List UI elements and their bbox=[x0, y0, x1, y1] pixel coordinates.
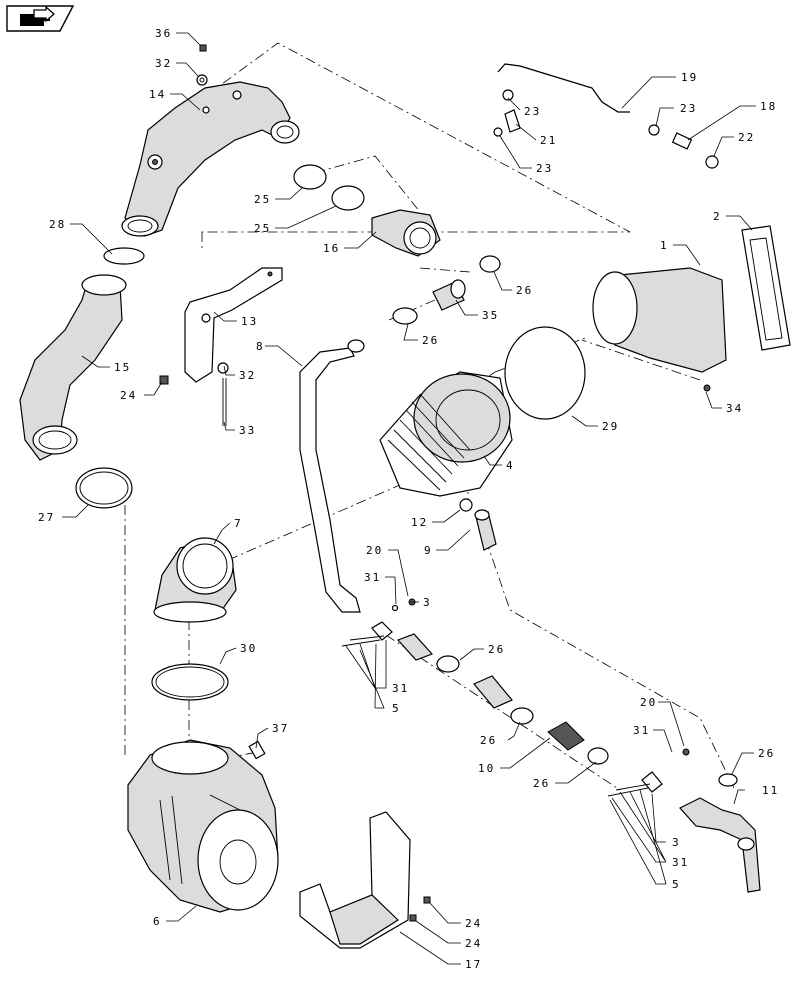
part-5-bolts-lower bbox=[607, 783, 651, 797]
callout-32: 32 bbox=[155, 57, 172, 70]
callout-26: 26 bbox=[758, 747, 775, 760]
part-36-bolt bbox=[196, 44, 208, 86]
callout-26: 26 bbox=[488, 643, 505, 656]
callout-19: 19 bbox=[681, 71, 698, 84]
part-19-tube bbox=[493, 63, 719, 169]
callout-27: 27 bbox=[38, 511, 55, 524]
callout-31: 31 bbox=[364, 571, 381, 584]
part-24-screw bbox=[159, 375, 169, 385]
part-10-connector bbox=[547, 721, 609, 765]
callout-31: 31 bbox=[672, 856, 689, 869]
part-27-clamp bbox=[75, 467, 133, 509]
callout-5: 5 bbox=[672, 878, 681, 891]
callout-37: 37 bbox=[272, 722, 289, 735]
callout-3: 3 bbox=[672, 836, 681, 849]
callout-12: 12 bbox=[411, 516, 428, 529]
callout-14: 14 bbox=[149, 88, 166, 101]
part-7-elbow bbox=[153, 537, 237, 623]
callout-35: 35 bbox=[482, 309, 499, 322]
callout-1: 1 bbox=[660, 239, 669, 252]
part-13-bracket bbox=[184, 267, 283, 383]
callout-6: 6 bbox=[153, 915, 162, 928]
callout-24: 24 bbox=[465, 937, 482, 950]
callout-22: 22 bbox=[738, 131, 755, 144]
part-1-air-cleaner-cover bbox=[592, 267, 727, 373]
callout-25: 25 bbox=[254, 222, 271, 235]
part-35-tube bbox=[432, 279, 466, 311]
callout-20: 20 bbox=[640, 696, 657, 709]
part-29-seal bbox=[504, 326, 586, 420]
callout-10: 10 bbox=[478, 762, 495, 775]
callout-32: 32 bbox=[239, 369, 256, 382]
callout-labels: 36 32 14 19 23 23 18 21 22 23 25 25 28 1… bbox=[38, 27, 779, 971]
callout-23: 23 bbox=[524, 105, 541, 118]
callout-36: 36 bbox=[155, 27, 172, 40]
callout-29: 29 bbox=[602, 420, 619, 433]
callout-5: 5 bbox=[392, 702, 401, 715]
part-33-bolt bbox=[217, 362, 229, 426]
callout-23: 23 bbox=[536, 162, 553, 175]
callout-31: 31 bbox=[392, 682, 409, 695]
callout-26: 26 bbox=[533, 777, 550, 790]
part-11-hose bbox=[679, 797, 761, 893]
part-26-clamp-right bbox=[718, 773, 738, 787]
callout-26: 26 bbox=[516, 284, 533, 297]
part-26-clamps-top bbox=[392, 255, 501, 325]
part-12-clip bbox=[459, 498, 473, 512]
callout-13: 13 bbox=[241, 315, 258, 328]
folder-arrow-icon bbox=[6, 5, 75, 32]
callout-11: 11 bbox=[762, 784, 779, 797]
callout-7: 7 bbox=[234, 517, 243, 530]
callout-17: 17 bbox=[465, 958, 482, 971]
part-15-hose bbox=[19, 274, 127, 461]
part-5-bolts-upper bbox=[341, 635, 385, 647]
part-hose-segments bbox=[396, 633, 534, 725]
callout-23: 23 bbox=[680, 102, 697, 115]
part-30-clamp bbox=[151, 663, 229, 701]
part-4-filter bbox=[379, 371, 513, 497]
part-28-clamp bbox=[103, 247, 145, 265]
part-16-elbow-hose bbox=[371, 209, 441, 257]
callout-4: 4 bbox=[506, 459, 515, 472]
navigation-button[interactable] bbox=[6, 5, 75, 32]
callout-16: 16 bbox=[323, 242, 340, 255]
part-20-screw-lower bbox=[682, 748, 690, 756]
callout-28: 28 bbox=[49, 218, 66, 231]
callout-24: 24 bbox=[120, 389, 137, 402]
callout-25: 25 bbox=[254, 193, 271, 206]
part-25-clamps bbox=[293, 164, 365, 211]
part-8-pipe bbox=[299, 339, 365, 613]
part-9-valve bbox=[474, 509, 497, 551]
part-3-bracket-upper bbox=[371, 621, 393, 641]
part-31-washers-upper bbox=[391, 604, 399, 612]
part-2-gasket bbox=[741, 225, 791, 351]
callout-20: 20 bbox=[366, 544, 383, 557]
part-14-intake-duct bbox=[121, 81, 300, 237]
leader-lines bbox=[62, 32, 756, 965]
callout-26: 26 bbox=[422, 334, 439, 347]
part-17-bracket bbox=[299, 811, 411, 949]
callout-18: 18 bbox=[760, 100, 777, 113]
part-6-air-cleaner-housing bbox=[127, 739, 279, 913]
part-34-screw bbox=[703, 384, 711, 392]
callout-3: 3 bbox=[423, 596, 432, 609]
callout-24: 24 bbox=[465, 917, 482, 930]
callout-21: 21 bbox=[540, 134, 557, 147]
callout-9: 9 bbox=[424, 544, 433, 557]
callout-30: 30 bbox=[240, 642, 257, 655]
callout-34: 34 bbox=[726, 402, 743, 415]
callout-15: 15 bbox=[114, 361, 131, 374]
callout-33: 33 bbox=[239, 424, 256, 437]
part-3-bracket-lower bbox=[641, 771, 663, 793]
callout-8: 8 bbox=[256, 340, 265, 353]
callout-2: 2 bbox=[713, 210, 722, 223]
part-37-fitting bbox=[248, 740, 266, 760]
callout-31: 31 bbox=[633, 724, 650, 737]
callout-26: 26 bbox=[480, 734, 497, 747]
part-24-screws-lower bbox=[409, 896, 431, 922]
